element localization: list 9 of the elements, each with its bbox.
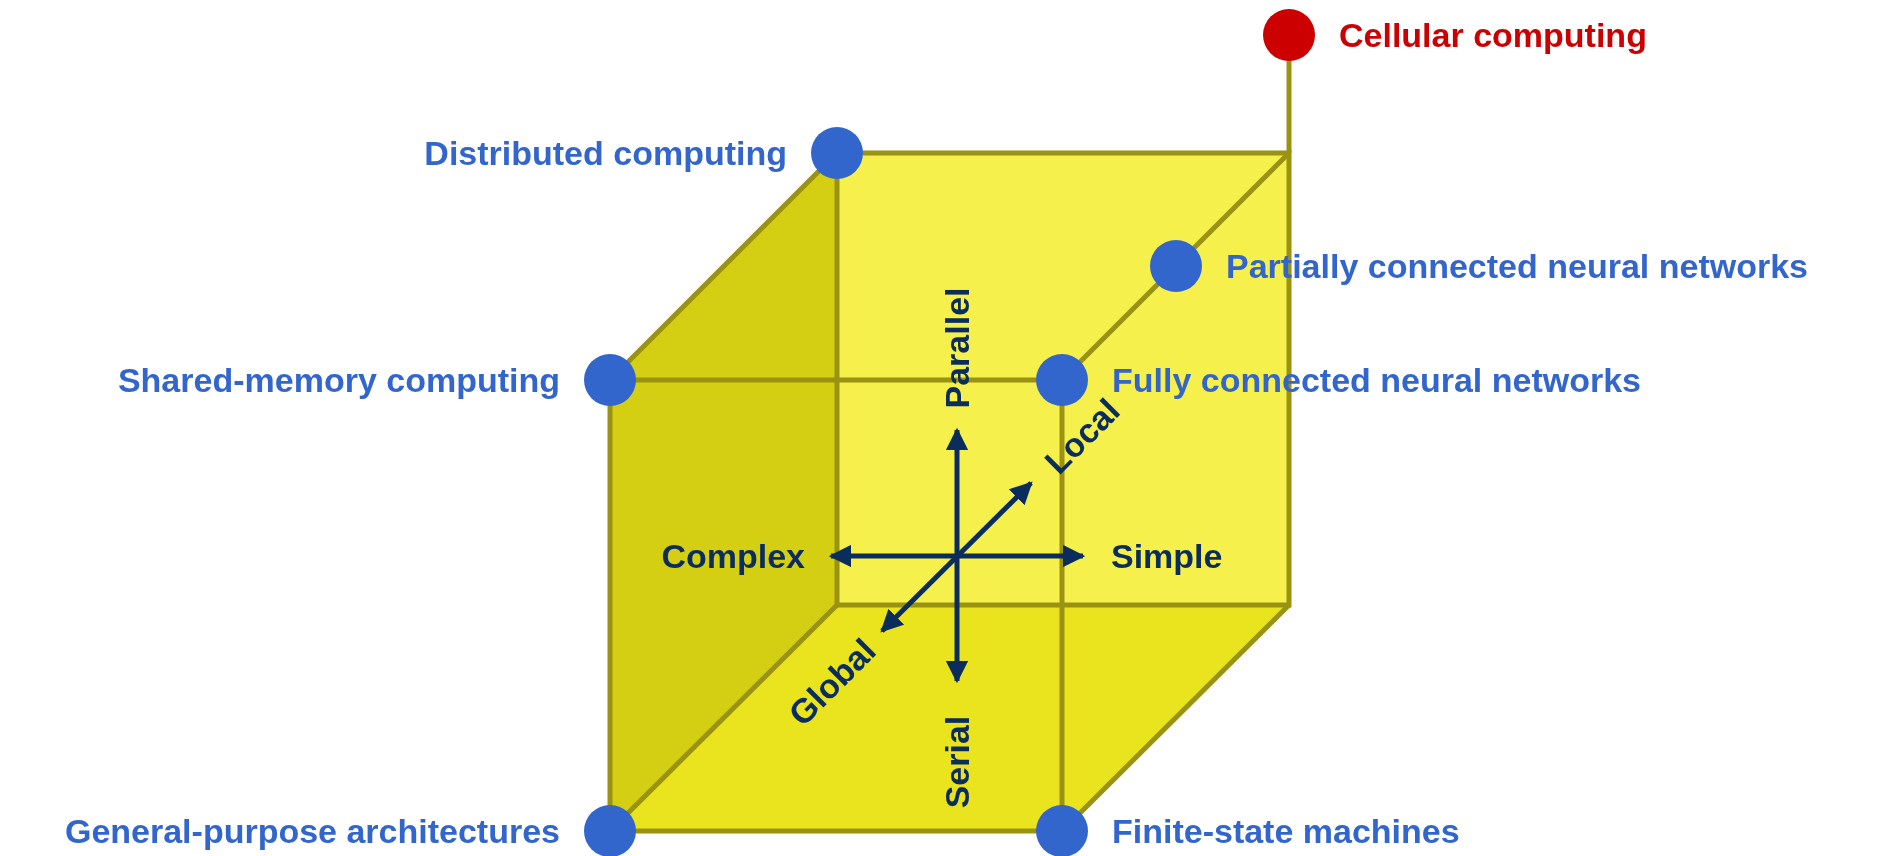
axis-label: Parallel (940, 287, 974, 409)
node-label: Finite-state machines (1112, 814, 1460, 848)
axis-label: Complex (661, 539, 805, 573)
axis-label: Serial (940, 715, 974, 809)
node-label: General-purpose architectures (64, 814, 560, 848)
node-label: Shared-memory computing (117, 363, 560, 397)
node-label: Cellular computing (1339, 18, 1647, 52)
node-label: Distributed computing (424, 136, 787, 170)
axis-label: Simple (1111, 539, 1223, 573)
